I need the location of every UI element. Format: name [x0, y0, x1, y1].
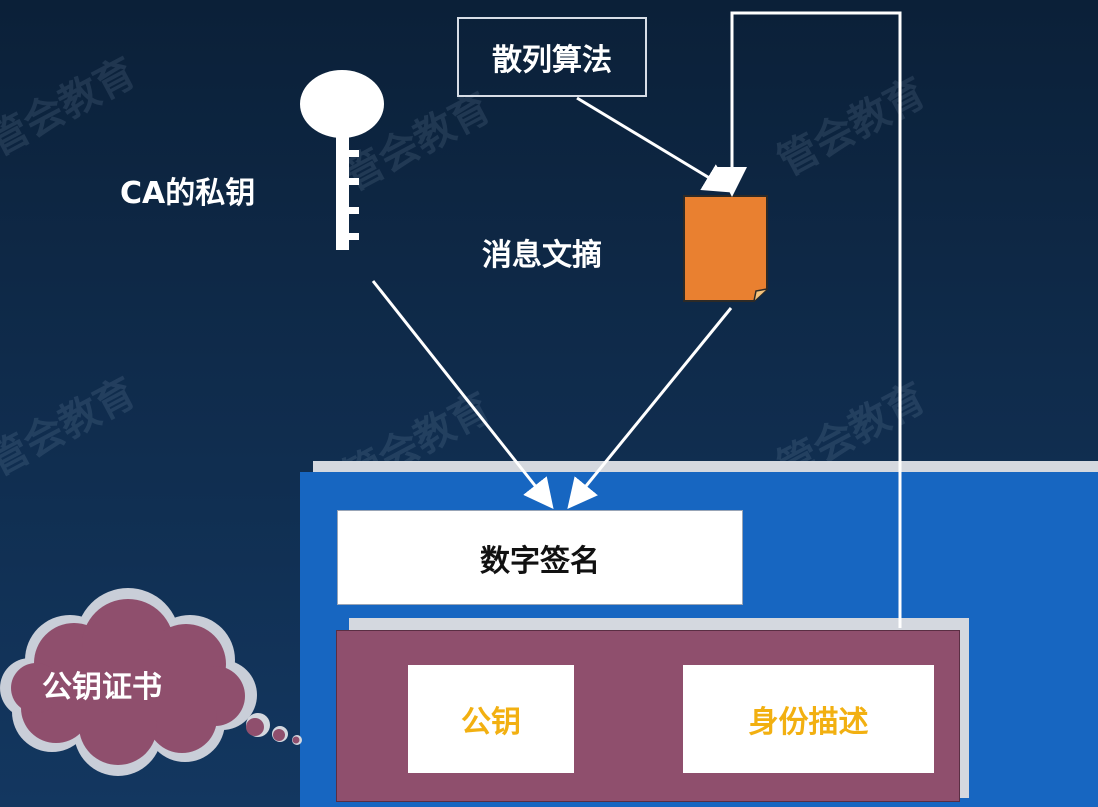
ca-private-key-label: CA的私钥 — [120, 176, 256, 211]
identity-description-label: 身份描述 — [748, 705, 869, 740]
digital-signature-label: 数字签名 — [480, 543, 600, 579]
hash-algorithm-label: 散列算法 — [492, 43, 612, 78]
identity-description-box: 身份描述 — [683, 665, 934, 773]
public-key-label: 公钥 — [461, 705, 521, 740]
watermark: 管会教育 — [770, 69, 934, 186]
hash-algorithm-box: 散列算法 — [457, 17, 647, 97]
watermark: 管会教育 — [0, 49, 144, 166]
document-icon — [683, 195, 768, 302]
public-key-box: 公钥 — [408, 665, 574, 773]
message-digest-label: 消息文摘 — [482, 238, 602, 273]
watermark: 管会教育 — [0, 369, 144, 486]
digital-signature-box: 数字签名 — [337, 510, 743, 605]
public-key-certificate-label: 公钥证书 — [42, 670, 162, 705]
arrow-hash-to-digest — [576, 96, 734, 193]
